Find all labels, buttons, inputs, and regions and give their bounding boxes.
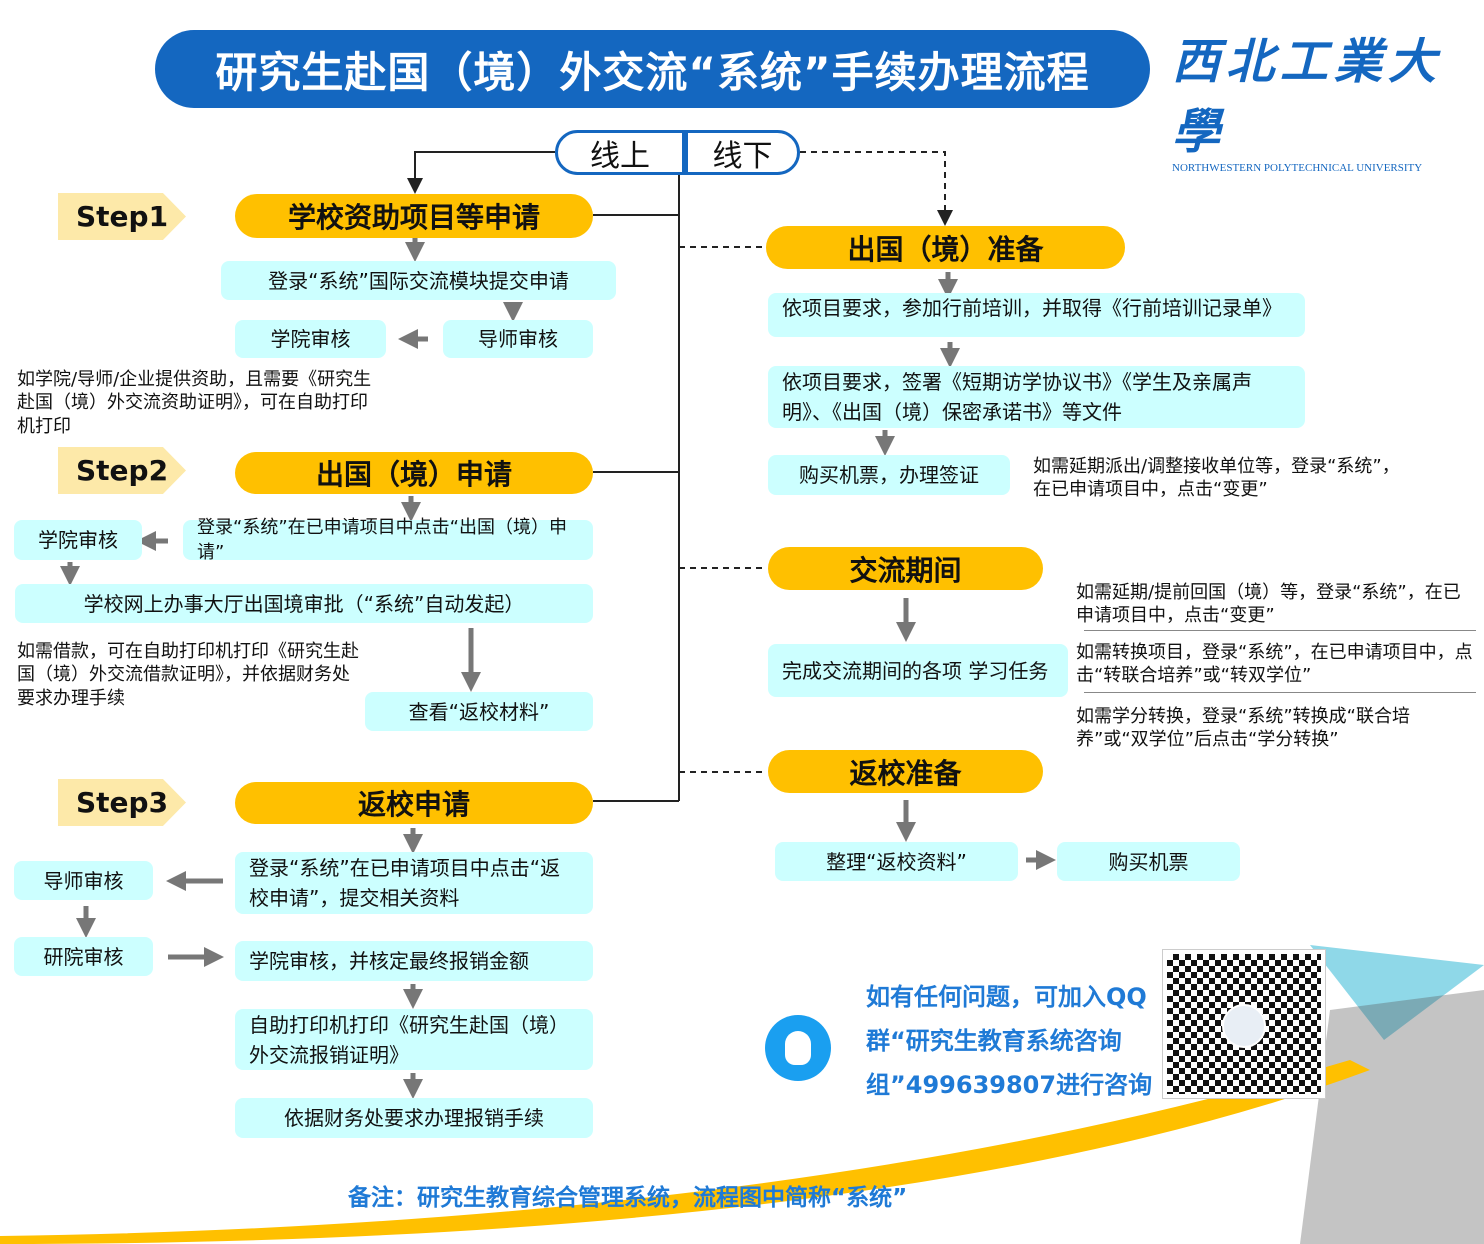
step1-login: 登录“系统”国际交流模块提交申请 [221, 261, 616, 300]
exchange-task: 完成交流期间的各项 学习任务 [768, 644, 1068, 697]
return-organize: 整理“返校资料” [775, 842, 1018, 881]
qq-icon [765, 1015, 831, 1081]
logo-cn: 西北工業大學 [1172, 34, 1443, 160]
step1-pill: 学校资助项目等申请 [235, 194, 593, 238]
exchange-note-2: 如需转换项目，登录“系统”，在已申请项目中，点击“转联合培养”或“转双学位” [1076, 642, 1473, 687]
contact-line: 群“研究生教育系统咨询 [866, 1027, 1122, 1055]
prep-ticket: 购买机票，办理签证 [768, 455, 1010, 495]
paper-plane-icon [1310, 945, 1484, 1040]
qq-logo-icon [1222, 1004, 1266, 1048]
decorative-curve [0, 1060, 1370, 1244]
step2-login: 登录“系统”在已申请项目中点击“出国（境）申请” [183, 517, 593, 563]
contact-line: 组”499639807进行咨询 [866, 1071, 1153, 1099]
divider [1084, 630, 1476, 631]
footer-note: 备注：研究生教育综合管理系统，流程图中简称“系统” [348, 1185, 908, 1211]
return-pill: 返校准备 [768, 750, 1043, 793]
exchange-note-1: 如需延期/提前回国（境）等，登录“系统”，在已申请项目中，点击“变更” [1076, 582, 1461, 627]
contact-line: 如有任何问题，可加入QQ [866, 983, 1147, 1011]
step1-note: 如学院/导师/企业提供资助，且需要《研究生赴国（境）外交流资助证明》，可在自助打… [17, 369, 372, 437]
step2-college: 学院审核 [14, 520, 142, 560]
qr-code[interactable] [1162, 949, 1326, 1099]
step2-label: Step2 [58, 447, 186, 494]
step3-college: 学院审核，并核定最终报销金额 [235, 941, 593, 981]
step2-pill: 出国（境）申请 [235, 452, 593, 494]
step3-login: 登录“系统”在已申请项目中点击“返校申请”，提交相关资料 [235, 852, 593, 914]
toggle-online[interactable]: 线上 [555, 130, 685, 175]
contact-text: 如有任何问题，可加入QQ 群“研究生教育系统咨询 组”499639807进行咨询 [866, 975, 1152, 1107]
exchange-note-3: 如需学分转换，登录“系统”转换成“联合培养”或“双学位”后点击“学分转换” [1076, 706, 1410, 751]
building-illustration [1300, 990, 1484, 1244]
exchange-pill: 交流期间 [768, 547, 1043, 590]
step3-pill: 返校申请 [235, 782, 593, 824]
step3-grad: 研院审核 [14, 937, 153, 976]
prep-pill: 出国（境）准备 [766, 226, 1125, 269]
step1-advisor: 导师审核 [443, 320, 593, 358]
divider [1084, 692, 1476, 693]
toggle-offline[interactable]: 线下 [685, 130, 800, 175]
step3-advisor: 导师审核 [14, 861, 153, 900]
step2-approval: 学校网上办事大厅出国境审批（“系统”自动发起） [15, 584, 593, 623]
university-logo: 西北工業大學 NORTHWESTERN POLYTECHNICAL UNIVER… [1172, 22, 1467, 174]
return-ticket: 购买机票 [1057, 842, 1240, 881]
step3-label: Step3 [58, 779, 186, 826]
logo-en: NORTHWESTERN POLYTECHNICAL UNIVERSITY [1172, 162, 1423, 174]
step1-college: 学院审核 [235, 320, 386, 358]
step1-label: Step1 [58, 193, 186, 240]
page-title: 研究生赴国（境）外交流“系统”手续办理流程 [155, 30, 1150, 108]
prep-training: 依项目要求，参加行前培训，并取得《行前培训记录单》 [768, 293, 1305, 337]
step2-view: 查看“返校材料” [365, 692, 593, 731]
step2-note: 如需借款，可在自助打印机打印《研究生赴国（境）外交流借款证明》，并依据财务处要求… [17, 641, 359, 709]
step3-print: 自助打印机打印《研究生赴国（境）外交流报销证明》 [235, 1009, 593, 1070]
prep-note: 如需延期派出/调整接收单位等，登录“系统”，在已申请项目中，点击“变更” [1033, 456, 1400, 501]
step3-finance: 依据财务处要求办理报销手续 [235, 1098, 593, 1138]
prep-sign: 依项目要求，签署《短期访学协议书》《学生及亲属声明》、《出国（境）保密承诺书》等… [768, 366, 1305, 428]
